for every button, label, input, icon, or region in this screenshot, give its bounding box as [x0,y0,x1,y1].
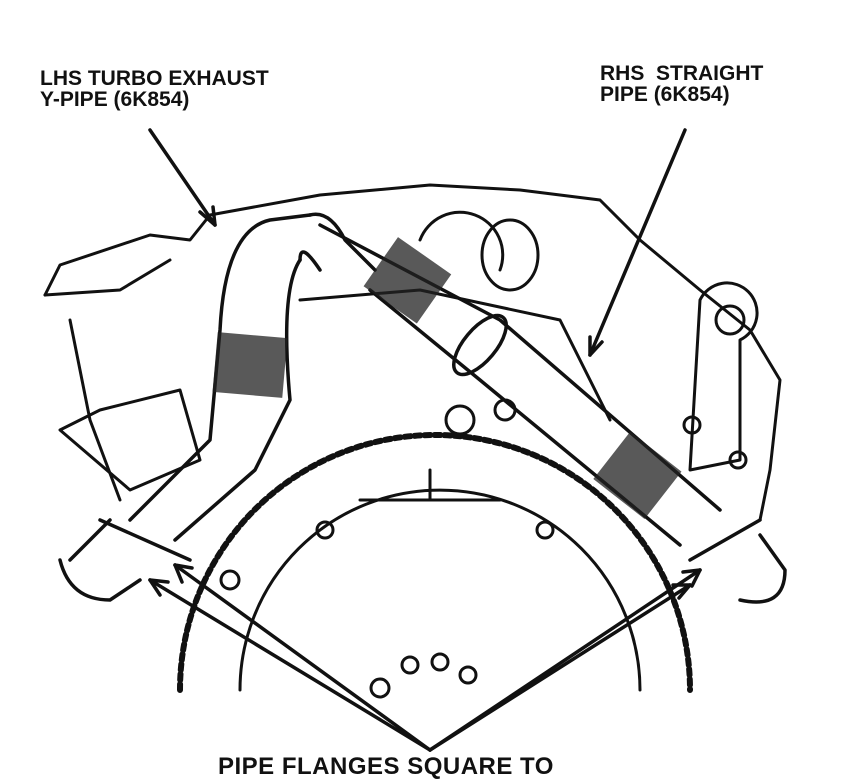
rhs-straight-pipe [318,223,787,604]
flywheel [177,432,693,699]
rhs-leader-arrow [588,128,687,357]
lhs-leader-arrow [148,128,217,227]
rhs-label-line2: PIPE (6K854) [600,83,730,106]
leader-arrows [148,128,702,752]
engine-block [43,183,782,522]
lhs-label-line2: Y-PIPE (6K854) [40,88,190,111]
flange-arrow-right-outer [428,583,692,752]
rhs-label-line1: RHS STRAIGHT [600,62,764,85]
flange-arrow-left-outer [148,578,432,752]
lhs-y-pipe [58,212,377,602]
flange-arrow-left-inner [173,563,432,752]
lhs-label-line1: LHS TURBO EXHAUST [40,67,269,90]
